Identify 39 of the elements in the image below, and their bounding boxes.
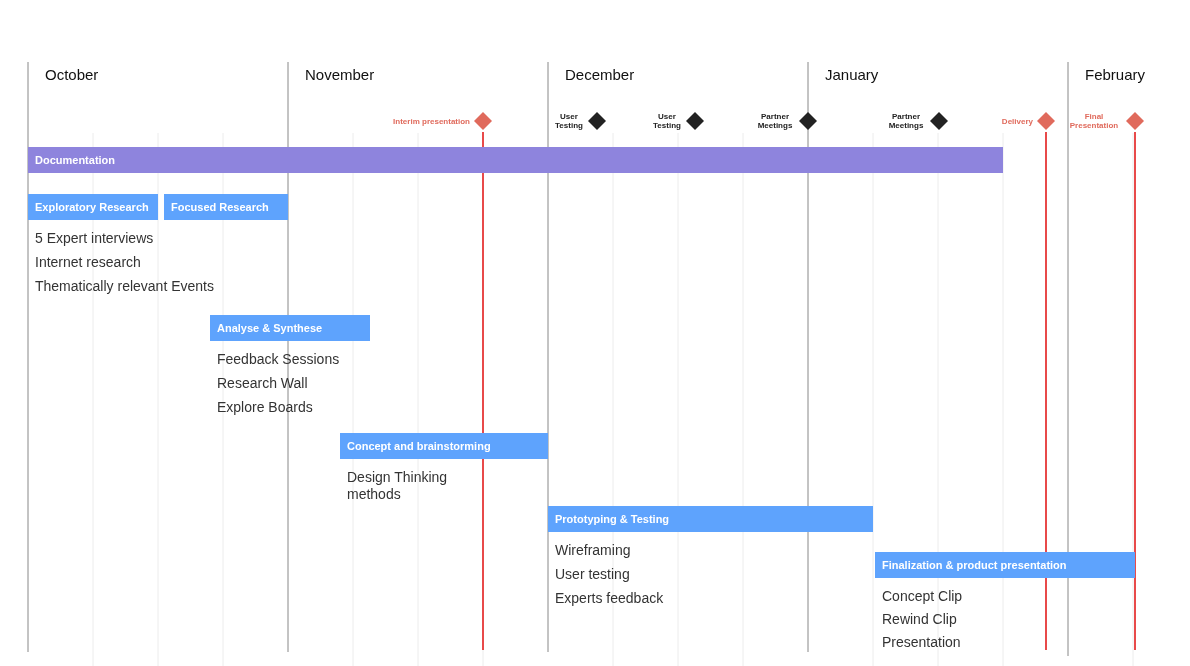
milestone-diamond [1037,112,1055,130]
milestone-diamond [474,112,492,130]
task-bar: Exploratory Research [28,194,158,220]
milestone-label: Partner Meetings [756,112,794,130]
milestone-label: Delivery [1001,116,1033,126]
task-item: Concept Clip [882,588,963,605]
month-label: February [1085,66,1146,83]
task-item: Feedback Sessions [217,351,340,368]
milestone-label: Final Presentation [1068,112,1120,130]
month-label: October [45,66,99,83]
task-item: Research Wall [217,375,308,392]
milestone-label: User Testing [554,112,584,130]
month-label: December [565,66,635,83]
task-bar: Prototyping & Testing [548,506,873,532]
task-item: Internet research [35,254,141,271]
task-bar: Analyse & Synthese [210,315,370,341]
task-bar: Documentation [28,147,1003,173]
task-item: Experts feedback [555,590,664,607]
milestone-diamond [930,112,948,130]
task-item: Design Thinking methods [347,469,449,503]
task-item: Wireframing [555,542,631,559]
task-bar: Concept and brainstorming [340,433,548,459]
milestone-label: Partner Meetings [887,112,925,130]
task-bar: Finalization & product presentation [875,552,1135,578]
month-label: January [825,66,879,83]
month-label: November [305,66,375,83]
task-item: Rewind Clip [882,611,957,628]
milestone-diamond [799,112,817,130]
task-item: Explore Boards [217,399,313,416]
task-bar: Focused Research [164,194,288,220]
milestone-diamond [1126,112,1144,130]
milestone-label: Interim presentation [393,116,470,126]
task-item: Presentation [882,634,961,651]
task-item: 5 Expert interviews [35,230,154,247]
milestone-diamond [588,112,606,130]
task-item: Thematically relevant Events [35,278,214,295]
milestone-diamond [686,112,704,130]
task-item: User testing [555,566,630,583]
milestone-label: User Testing [652,112,682,130]
